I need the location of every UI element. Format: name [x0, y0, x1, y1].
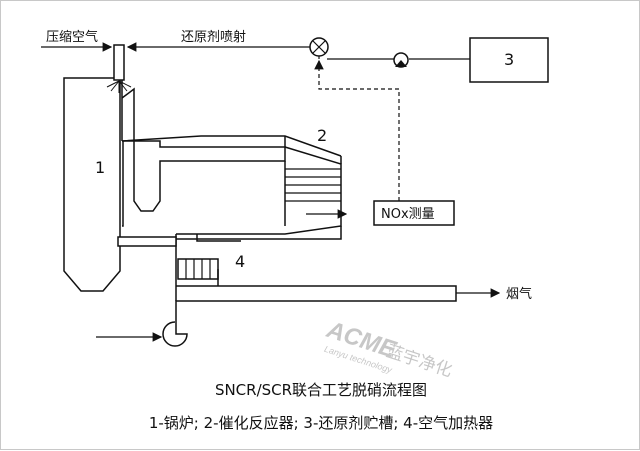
- boiler-side-pipe: [117, 236, 177, 247]
- scr-number-label: 2: [317, 126, 327, 145]
- reductant-tank: [469, 37, 549, 83]
- fan-icon: [162, 321, 188, 347]
- air-heater-tubes: [185, 259, 211, 279]
- outlet-flue: [176, 269, 457, 302]
- boiler-inner-pass: [121, 87, 286, 227]
- air-heater: [177, 258, 219, 280]
- nox-signal-line: [314, 59, 400, 201]
- diagram-title: SNCR/SCR联合工艺脱硝流程图: [214, 381, 428, 399]
- spray-icon: [106, 80, 132, 93]
- heater-number-label: 4: [235, 252, 245, 271]
- mixing-valve-icon: [309, 37, 329, 57]
- reductant-injection-label: 还原剂喷射: [181, 29, 246, 45]
- watermark-cn: 蓝宇净化: [384, 341, 455, 381]
- boiler-outline: [63, 77, 121, 292]
- boiler-number-label: 1: [95, 158, 105, 177]
- tank-number-label: 3: [504, 50, 514, 69]
- nox-measurement-label: NOx测量: [381, 207, 435, 222]
- injection-nozzle: [113, 44, 125, 81]
- heater-duct-walls: [175, 300, 197, 321]
- nox-measurement-box: [373, 200, 455, 226]
- catalyst-layers: [285, 168, 341, 202]
- compressed-air-label: 压缩空气: [46, 29, 98, 45]
- pump-icon: [393, 52, 409, 68]
- upper-flue-duct: [121, 78, 342, 157]
- diagram-legend: 1-锅炉; 2-催化反应器; 3-还原剂贮槽; 4-空气加热器: [148, 414, 494, 432]
- flue-gas-label: 烟气: [506, 286, 532, 302]
- scr-reactor: [176, 146, 342, 235]
